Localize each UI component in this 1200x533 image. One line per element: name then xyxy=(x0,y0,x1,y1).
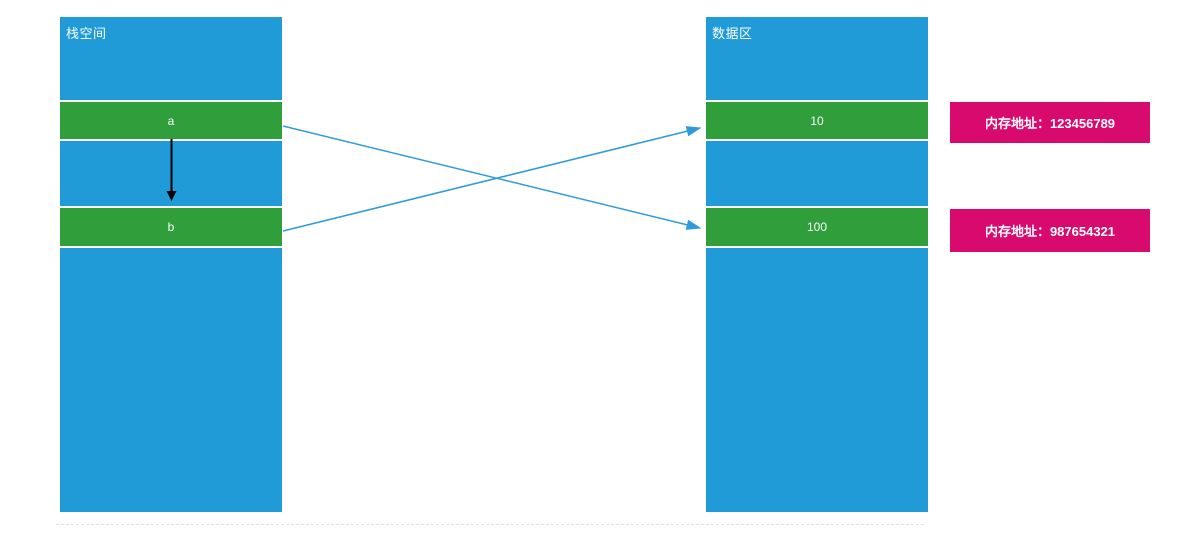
data-area-cell-100: 100 xyxy=(706,208,928,246)
data-area-cell-10: 10 xyxy=(706,102,928,139)
slide-edge-line xyxy=(56,524,924,525)
data-area-cell-100-label: 100 xyxy=(806,220,828,234)
data-area-title: 数据区 xyxy=(712,26,753,41)
stack-bottom-block xyxy=(60,248,282,512)
data-area-bottom-block xyxy=(706,248,928,512)
address-box-2-label: 内存地址：987654321 xyxy=(984,224,1116,239)
data-area-column: 数据区 10 100 xyxy=(706,17,928,512)
data-area-header-block: 数据区 xyxy=(706,17,928,100)
address-box-2: 内存地址：987654321 xyxy=(950,209,1150,252)
data-area-spacer-block xyxy=(706,141,928,206)
arrow-b-to-10 xyxy=(282,126,702,232)
stack-title: 栈空间 xyxy=(66,26,107,41)
stack-spacer-block xyxy=(60,141,282,206)
data-area-cell-10-label: 10 xyxy=(810,113,824,128)
stack-cell-b: b xyxy=(60,208,282,246)
stack-cell-a: a xyxy=(60,102,282,139)
address-box-1: 内存地址：123456789 xyxy=(950,102,1150,143)
stack-cell-b-label: b xyxy=(167,220,175,234)
stack-header-block: 栈空间 xyxy=(60,17,282,100)
stack-column: 栈空间 a b xyxy=(60,17,282,512)
stack-cell-a-label: a xyxy=(167,113,175,128)
address-box-1-label: 内存地址：123456789 xyxy=(984,116,1116,131)
arrow-a-to-100 xyxy=(282,125,702,230)
